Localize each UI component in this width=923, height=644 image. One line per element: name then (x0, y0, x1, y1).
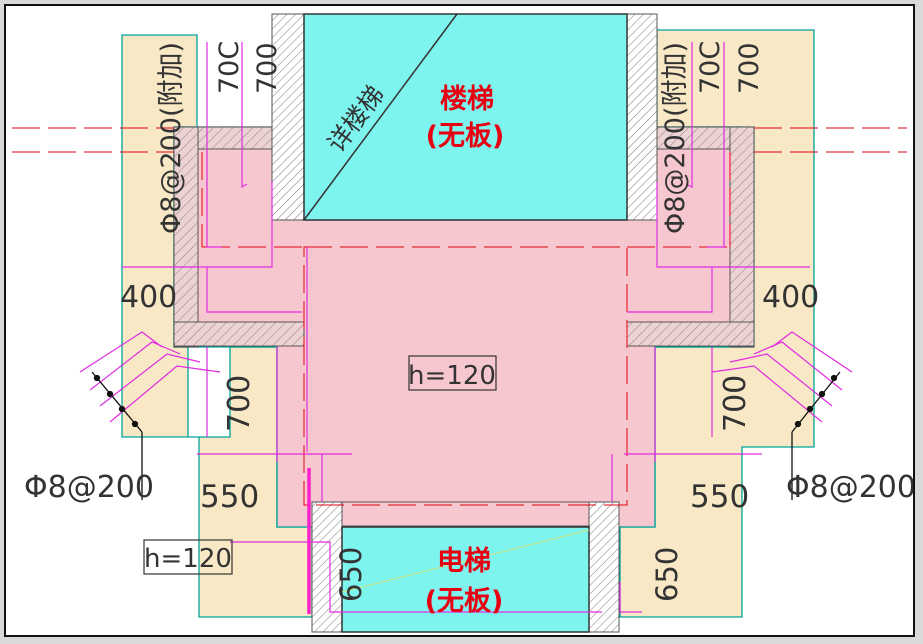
dim-700-mid-right: 700 (718, 375, 753, 432)
slab-thickness-label: h=120 (408, 361, 496, 391)
elevator-opening (341, 526, 590, 633)
slab-thickness-box (408, 355, 497, 391)
dim-550-right: 550 (690, 479, 749, 515)
dim-700-top-right: 700 (734, 42, 765, 94)
right-bottom-rebar-label: Φ8@200 (786, 470, 913, 505)
elevator-note: (无板) (425, 586, 504, 617)
elevator-title: 电梯 (437, 546, 491, 577)
left-vertical-rebar-label: Φ8@200(附加) (156, 42, 187, 234)
dim-550-left: 550 (200, 479, 259, 515)
left-slab-thickness-box (143, 539, 233, 575)
left-bottom-rebar-label: Φ8@200 (24, 470, 154, 505)
stair-note: (无板) (426, 121, 505, 152)
walls (173, 13, 755, 633)
dim-700-top-left: 700 (252, 42, 283, 94)
rebar-leader-right (791, 371, 841, 500)
floor-plan-drawing: 详楼梯 楼梯 (无板) 电梯 (无板) h=120 h=120 Φ8@200(附… (12, 13, 913, 633)
right-vertical-rebar-label: Φ8@200(附加) (660, 42, 691, 234)
drawing-frame: 详楼梯 楼梯 (无板) 电梯 (无板) h=120 h=120 Φ8@200(附… (4, 4, 915, 637)
dim-650-left: 650 (334, 547, 368, 602)
dim-650-right: 650 (650, 547, 684, 602)
dim-400-left: 400 (120, 280, 177, 315)
stair-title: 楼梯 (440, 84, 494, 115)
left-slab-thickness-label: h=120 (144, 544, 232, 574)
rebar-leader-left (91, 371, 143, 500)
dim-700-mid-left: 700 (222, 375, 257, 432)
dim-70c-top-left: 70C (214, 41, 245, 94)
dim-400-right: 400 (762, 280, 819, 315)
stair-opening (303, 13, 628, 221)
dim-70c-top-right: 70C (695, 41, 726, 94)
rebar-lines (79, 42, 853, 613)
